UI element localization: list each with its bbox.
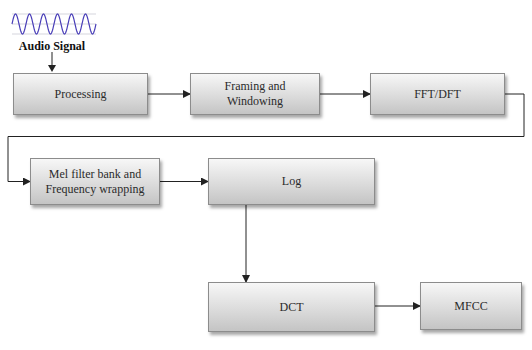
- flow-arrow: [148, 94, 190, 95]
- signal-label: Audio Signal: [19, 39, 85, 54]
- process-box: Log: [208, 158, 375, 205]
- box-text: MFCC: [454, 299, 487, 314]
- process-box: FFT/DFT: [370, 73, 505, 115]
- flow-arrow: [375, 306, 420, 307]
- process-box: Processing: [13, 73, 148, 115]
- process-box: Framing and Windowing: [190, 73, 320, 115]
- box-text: FFT/DFT: [414, 87, 461, 102]
- box-text: DCT: [280, 300, 304, 315]
- flow-arrow: [320, 94, 370, 95]
- signal-arrow-line: [52, 52, 53, 66]
- signal-arrow-head: [48, 65, 56, 72]
- process-box: DCT: [208, 282, 375, 332]
- box-text: Mel filter bank and Frequency wrapping: [39, 167, 151, 197]
- sine-wave: [12, 14, 96, 34]
- box-text: Log: [282, 174, 301, 189]
- box-text: Processing: [55, 87, 107, 102]
- process-box: Mel filter bank and Frequency wrapping: [30, 158, 160, 205]
- signal-grid: [12, 14, 96, 34]
- process-box: MFCC: [420, 282, 522, 330]
- flow-arrow: [160, 181, 208, 182]
- box-text: Framing and Windowing: [199, 79, 311, 109]
- flow-arrow: [246, 205, 247, 282]
